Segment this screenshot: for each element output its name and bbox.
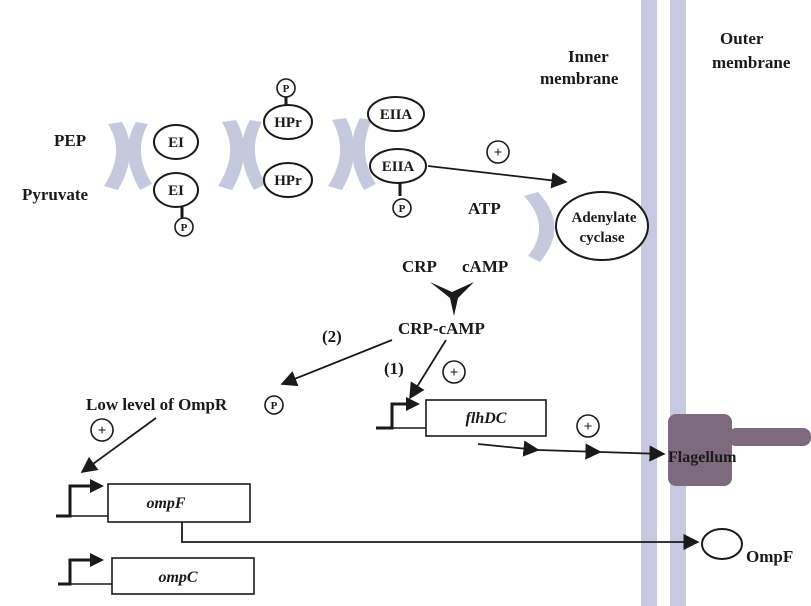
swirl-arrow-2 bbox=[218, 120, 245, 190]
camp-label: cAMP bbox=[462, 257, 508, 276]
adenylate-cyclase-label-2: cyclase bbox=[580, 230, 625, 246]
ompf-gene: ompF bbox=[56, 479, 700, 551]
flagellum-label: Flagellum bbox=[668, 449, 737, 466]
swirl-arrow-cyclase bbox=[524, 192, 555, 262]
eiia-activation: + bbox=[427, 140, 568, 189]
pathway-2-arrow bbox=[280, 339, 393, 387]
low-level-ompr-label: Low level of OmpR bbox=[86, 395, 228, 414]
ei-bottom-label: EI bbox=[168, 183, 184, 199]
hpr-top-oval bbox=[263, 104, 313, 140]
flhdc-promoter-arrow bbox=[376, 402, 410, 430]
adenylate-cyclase-label-1: Adenylate bbox=[572, 210, 637, 226]
ompr-regulation: Low level of OmpR P + bbox=[80, 395, 284, 473]
hpr-bottom-oval bbox=[263, 162, 313, 198]
eiia-top-label: EIIA bbox=[380, 107, 413, 123]
outer-membrane-label-1: Outer bbox=[720, 29, 764, 48]
ompf-gene-label: ompF bbox=[146, 495, 185, 512]
ompc-gene: ompC bbox=[58, 553, 255, 595]
flagellum-basal-body bbox=[668, 414, 732, 486]
ompc-gene-box bbox=[111, 557, 255, 595]
plus-sign-ompr bbox=[90, 418, 114, 442]
flagellum-filament bbox=[728, 428, 811, 446]
eiia-phospho-label: P bbox=[399, 203, 406, 215]
plus-sign-ompr-label: + bbox=[98, 423, 107, 439]
ompf-gene-box bbox=[107, 483, 251, 523]
ei-phospho-circle bbox=[174, 217, 194, 237]
crp-camp-join-mark bbox=[430, 282, 474, 316]
inner-membrane bbox=[641, 0, 657, 606]
flhdc-promoter-head bbox=[406, 397, 420, 411]
pyruvate-label: Pyruvate bbox=[22, 185, 89, 204]
regulatory-pathways: (2) (1) + bbox=[280, 327, 466, 400]
plus-sign-eiia bbox=[486, 140, 510, 164]
ompf-promoter-arrow bbox=[56, 484, 94, 518]
ompf-promoter-head bbox=[90, 479, 104, 493]
outer-membrane bbox=[670, 0, 686, 606]
eiia-bottom-label: EIIA bbox=[382, 159, 415, 175]
membranes: Inner membrane Outer membrane bbox=[540, 0, 791, 606]
ompr-phospho-label: P bbox=[271, 400, 278, 412]
outer-membrane-label-2: membrane bbox=[712, 53, 791, 72]
swirl-arrow-3 bbox=[328, 118, 355, 190]
swirl-arrow-3b bbox=[351, 118, 376, 190]
ompf-to-porin-arrow bbox=[181, 522, 700, 551]
ei-bottom-oval bbox=[153, 172, 199, 208]
ompf-porin-shape bbox=[701, 528, 743, 560]
hpr-bottom-label: HPr bbox=[274, 173, 302, 189]
ompc-promoter-head bbox=[90, 553, 104, 567]
hpr-top-label: HPr bbox=[274, 115, 302, 131]
hpr-phospho-label: P bbox=[283, 83, 290, 95]
flhdc-to-flagellum-arrow-3 bbox=[599, 445, 666, 462]
eiia-bottom-oval bbox=[369, 148, 427, 184]
ompc-gene-label: ompC bbox=[158, 569, 197, 586]
plus-sign-flhdc-label: + bbox=[584, 419, 593, 435]
ompf-porin: OmpF bbox=[701, 528, 793, 566]
plus-sign-pathway-1 bbox=[442, 360, 466, 384]
crp-camp-complex: CRP CRP-cAMP bbox=[398, 257, 485, 338]
eiia-phospho-circle bbox=[392, 198, 412, 218]
flhdc-to-flagellum-arrow-1 bbox=[477, 440, 540, 457]
pts-system: PEP Pyruvate EI EI P P HPr HPr EIIA EIIA… bbox=[22, 78, 427, 237]
ompf-protein-label: OmpF bbox=[746, 547, 793, 566]
pathway-2-label: (2) bbox=[322, 327, 342, 346]
atp-label: ATP bbox=[468, 199, 501, 218]
flhdc-gene: flhDC + bbox=[376, 397, 666, 462]
swirl-arrow-1b bbox=[127, 122, 152, 190]
pathway-1-label: (1) bbox=[384, 359, 404, 378]
ompr-phospho-circle bbox=[264, 395, 284, 415]
flhdc-gene-box bbox=[425, 399, 547, 437]
ei-top-label: EI bbox=[168, 135, 184, 151]
plus-sign-pathway-1-label: + bbox=[450, 365, 459, 381]
adenylate-cyclase-oval bbox=[555, 191, 649, 261]
flhdc-gene-label: flhDC bbox=[466, 410, 507, 427]
swirl-arrow-1 bbox=[104, 122, 131, 190]
crp-label: CRP bbox=[402, 257, 437, 276]
plus-sign-eiia-label: + bbox=[494, 145, 503, 161]
ei-top-oval bbox=[153, 124, 199, 160]
ompc-promoter-arrow bbox=[58, 558, 94, 586]
inner-membrane-label-1: Inner bbox=[568, 47, 609, 66]
adenylate-cyclase: ATP Adenylate cyclase cAMP bbox=[462, 191, 649, 276]
eiia-to-cyclase-arrow bbox=[427, 165, 568, 189]
flagellum: Flagellum bbox=[668, 414, 811, 486]
pep-label: PEP bbox=[54, 131, 86, 150]
pts-swirl-arrows bbox=[104, 118, 555, 262]
plus-sign-flhdc bbox=[576, 414, 600, 438]
crp-camp-label: CRP-cAMP bbox=[398, 319, 485, 338]
swirl-arrow-2b bbox=[241, 120, 266, 190]
pathway-1-arrow bbox=[409, 339, 447, 400]
flhdc-to-flagellum-arrow-2 bbox=[537, 443, 602, 460]
ompr-to-ompf-arrow bbox=[80, 417, 157, 473]
eiia-top-oval bbox=[367, 96, 425, 132]
inner-membrane-label-2: membrane bbox=[540, 69, 619, 88]
ei-phospho-label: P bbox=[181, 222, 188, 234]
